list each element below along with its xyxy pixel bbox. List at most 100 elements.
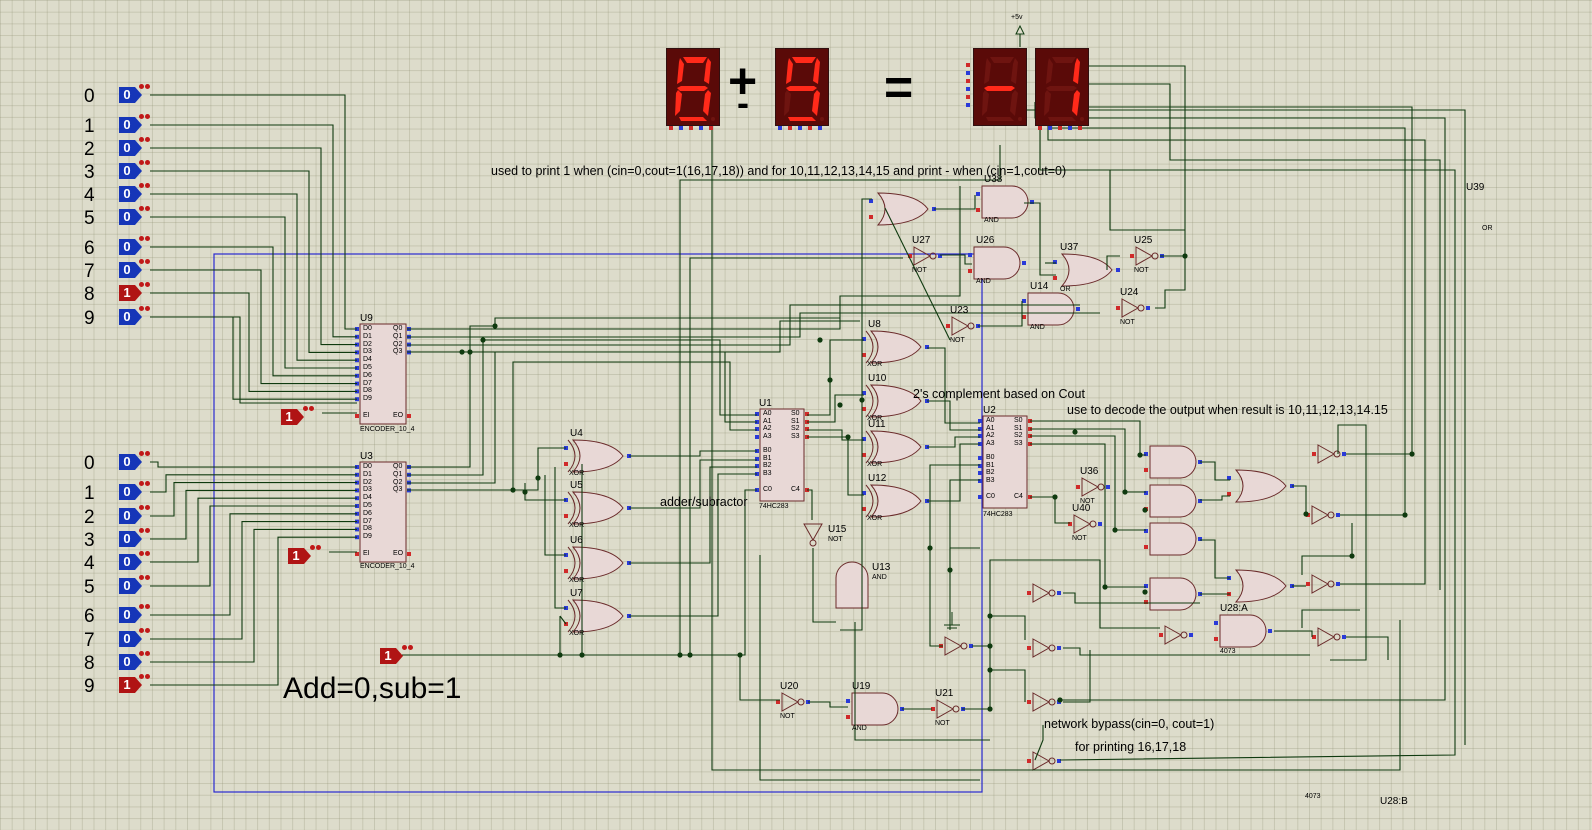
wire-50[interactable] xyxy=(1301,609,1360,628)
wire-28[interactable] xyxy=(927,436,980,448)
input-a-wire-5[interactable] xyxy=(150,216,357,369)
buffer-gate-2[interactable] xyxy=(1311,574,1335,594)
wire-58[interactable] xyxy=(1106,255,1120,270)
wire-78[interactable] xyxy=(1063,647,1310,656)
wire-66[interactable] xyxy=(689,257,903,655)
input-a-wire-8[interactable] xyxy=(150,292,357,392)
buffer-gate-1[interactable] xyxy=(1311,505,1335,525)
decode-and-gate-2[interactable] xyxy=(1149,522,1197,556)
wire-39[interactable] xyxy=(1200,539,1230,579)
encoder-u9-enable-toggle[interactable]: 1 xyxy=(281,409,304,425)
wire-79[interactable] xyxy=(1063,650,1091,703)
input-a-toggle-5[interactable]: 0 xyxy=(119,209,142,225)
wire-30[interactable] xyxy=(929,464,980,548)
wire-45[interactable] xyxy=(1050,127,1406,516)
xor-gate-u6[interactable] xyxy=(567,546,624,580)
wire-27[interactable] xyxy=(927,400,980,431)
wire-17[interactable] xyxy=(560,489,757,656)
wire-4[interactable] xyxy=(407,317,840,468)
wire-1[interactable] xyxy=(407,312,1100,338)
wire-18[interactable] xyxy=(559,615,567,625)
wire-37[interactable] xyxy=(1200,461,1230,481)
input-b-wire-9[interactable] xyxy=(150,536,357,686)
wire-5[interactable] xyxy=(407,339,757,476)
input-b-wire-1[interactable] xyxy=(150,474,357,493)
wire-61[interactable] xyxy=(934,195,976,210)
not-gate-u40[interactable] xyxy=(1073,514,1097,534)
not-gate-u25[interactable] xyxy=(1135,246,1159,266)
and-gate-u26[interactable] xyxy=(973,246,1021,280)
input-b-toggle-4[interactable]: 0 xyxy=(119,554,142,570)
input-a-wire-3[interactable] xyxy=(150,170,357,353)
wire-29[interactable] xyxy=(927,443,980,502)
encoder-body[interactable] xyxy=(359,461,407,563)
input-a-wire-6[interactable] xyxy=(150,246,357,377)
wire-64[interactable] xyxy=(884,207,951,341)
and-gate-u13[interactable] xyxy=(835,561,869,609)
decode-or-gate-0[interactable] xyxy=(1234,469,1287,503)
buffer-gate-7[interactable] xyxy=(1032,751,1056,771)
xor-gate-u12[interactable] xyxy=(865,484,922,518)
not-gate-u20[interactable] xyxy=(781,692,805,712)
input-b-wire-6[interactable] xyxy=(150,513,357,616)
input-a-toggle-0[interactable]: 0 xyxy=(119,87,142,103)
wire-46[interactable] xyxy=(1047,126,1426,585)
wire-77[interactable] xyxy=(1063,592,1200,604)
input-b-toggle-0[interactable]: 0 xyxy=(119,454,142,470)
xor-gate-u7[interactable] xyxy=(567,599,624,633)
buffer-gate-4[interactable] xyxy=(1032,583,1056,603)
wire-10[interactable] xyxy=(544,475,566,556)
decode-and-gate-1[interactable] xyxy=(1149,484,1197,518)
input-a-wire-7[interactable] xyxy=(150,269,357,385)
input-b-wire-7[interactable] xyxy=(150,521,357,640)
buffer-gate-0[interactable] xyxy=(1317,444,1341,464)
wire-34[interactable] xyxy=(1030,435,1146,531)
wire-36[interactable] xyxy=(1030,496,1070,524)
not-gate-u36[interactable] xyxy=(1081,477,1105,497)
encoder-body[interactable] xyxy=(359,323,407,425)
wire-9[interactable] xyxy=(524,483,566,501)
wire-49[interactable] xyxy=(1301,523,1353,575)
input-b-wire-4[interactable] xyxy=(150,497,357,563)
wire-12[interactable] xyxy=(629,450,757,457)
wire-69[interactable] xyxy=(739,655,780,701)
input-b-wire-2[interactable] xyxy=(150,482,357,517)
input-a-wire-0[interactable] xyxy=(150,94,357,330)
and-gate-u38[interactable] xyxy=(981,185,1029,219)
wire-62[interactable] xyxy=(940,254,972,265)
input-b-toggle-6[interactable]: 0 xyxy=(119,607,142,623)
input-a-wire-9[interactable] xyxy=(150,316,357,400)
adder-body[interactable] xyxy=(982,415,1028,509)
wire-11[interactable] xyxy=(554,467,566,609)
wire-33[interactable] xyxy=(1030,428,1146,493)
input-a-toggle-6[interactable]: 0 xyxy=(119,239,142,255)
wire-80[interactable] xyxy=(1034,725,1044,761)
input-b-toggle-9[interactable]: 1 xyxy=(119,677,142,693)
wire-82[interactable] xyxy=(949,547,980,630)
wire-56[interactable] xyxy=(1109,170,1185,231)
adder-body[interactable] xyxy=(759,408,805,502)
wire-41[interactable] xyxy=(1292,485,1307,514)
input-a-wire-1[interactable] xyxy=(150,124,357,338)
encoder-u3-enable-toggle[interactable]: 1 xyxy=(288,548,311,564)
input-a-toggle-7[interactable]: 0 xyxy=(119,262,142,278)
xor-gate-u4[interactable] xyxy=(567,439,624,473)
input-a-toggle-8[interactable]: 1 xyxy=(119,285,142,301)
wire-23[interactable] xyxy=(807,436,864,496)
wire-84[interactable] xyxy=(230,316,357,404)
wire-31[interactable] xyxy=(949,479,980,570)
input-b-toggle-1[interactable]: 0 xyxy=(119,484,142,500)
not-gate-u27[interactable] xyxy=(913,246,937,266)
input-a-wire-4[interactable] xyxy=(150,193,357,361)
wire-76[interactable] xyxy=(929,548,943,647)
input-b-wire-5[interactable] xyxy=(150,505,357,587)
buffer-gate-5[interactable] xyxy=(1032,638,1056,658)
input-b-toggle-7[interactable]: 0 xyxy=(119,631,142,647)
wire-48[interactable] xyxy=(1330,424,1367,661)
not-gate-u21[interactable] xyxy=(936,699,960,719)
wire-83[interactable] xyxy=(759,555,980,781)
wire-35[interactable] xyxy=(1030,443,1146,588)
wire-73[interactable] xyxy=(990,615,1026,640)
wire-7[interactable] xyxy=(407,361,757,491)
